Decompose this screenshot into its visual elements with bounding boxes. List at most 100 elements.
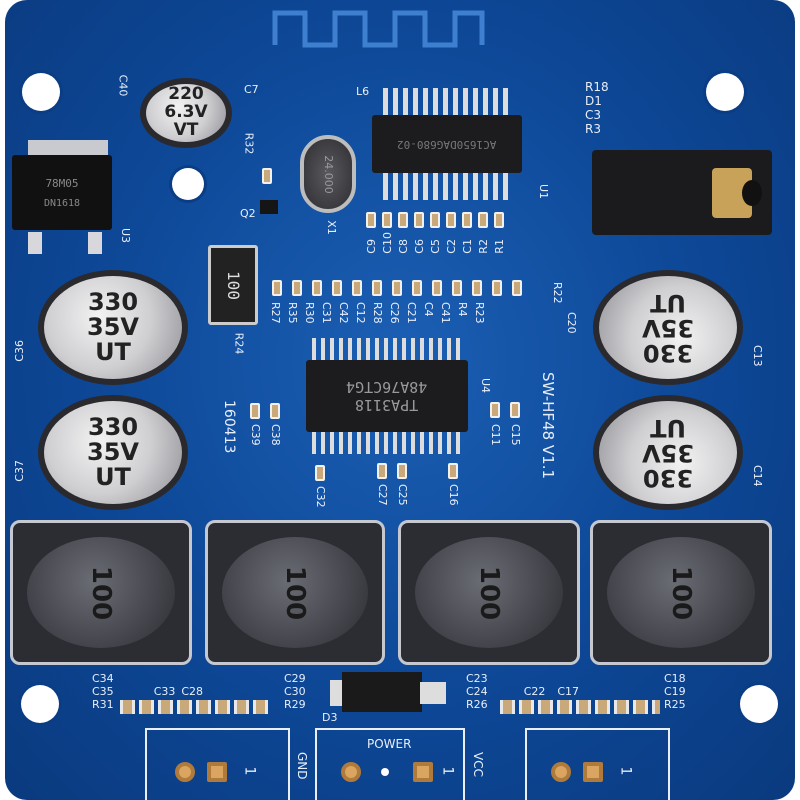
q2-label: Q2 [240,207,256,220]
top-row-labels: C9 C10 C8 C6 C5 C2 C1 R2 R1 [365,232,506,254]
c10-label: C10 [381,232,394,254]
r28-label: R28 [371,302,384,324]
vcc-label: VCC [471,752,485,777]
c26-label: C26 [388,302,401,324]
c18-label: C18 [664,672,686,685]
mounting-hole [740,685,778,723]
x1-marking: 24.000 [321,154,335,194]
r25-label: R25 [664,698,686,711]
r35-label: R35 [286,302,299,324]
r26-label: R26 [466,698,488,711]
inductor: 100 [205,520,385,665]
c34-label: C34 [92,672,114,685]
resistor-r24: 100 [208,245,258,325]
c40-voltage: 6.3V [164,102,208,123]
c13-value: 330 [642,339,694,368]
bottom-mid-labels: C29 C30 R29 [284,672,306,711]
diode-d3 [342,672,422,712]
capacitor-c14: 330 35V UT [593,395,743,510]
speaker-terminal-right[interactable]: 1 [525,728,670,800]
u4-label: U4 [479,377,493,394]
regulator-tab [28,140,108,158]
capacitor-c37: 330 35V UT [38,395,188,510]
inductor-marking: 100 [474,565,504,620]
c3-label: C3 [585,108,602,122]
r32-label: R32 [242,132,256,155]
d1-label: D1 [585,94,602,108]
u4-pins-bottom [312,432,464,454]
c11-label: C11 [489,424,502,446]
c37-value: 330 [87,412,139,441]
r4-label: R4 [456,302,469,317]
c23-label: C23 [466,672,488,685]
c16-label: C16 [447,484,460,506]
c14-value: 330 [642,464,694,493]
mid-passive-row [272,280,522,296]
audio-jack[interactable] [592,150,772,235]
c29-label: C29 [284,672,306,685]
top-passive-row [366,212,504,228]
pin1-label: 1 [241,766,258,776]
c17-label: C17 [557,685,580,698]
antenna-trace [272,10,485,48]
smd-row [120,700,270,714]
gnd-label: GND [295,752,309,780]
power-terminal[interactable]: POWER 1 [315,728,465,800]
c37-series: UT [95,463,131,492]
capacitor-c13: 330 35V UT [593,270,743,385]
c36-value: 330 [87,287,139,316]
resistor-r32 [262,168,272,184]
transistor-q2 [260,200,278,214]
mounting-hole [21,685,59,723]
c15-label: C15 [509,424,522,446]
c19-label: C19 [664,685,686,698]
r22-label: R22 [551,282,564,304]
c2-label: C2 [445,239,458,254]
c35-label: C35 [92,685,114,698]
u3-marking-1: 78M05 [45,176,79,190]
bottom-right-labels-b: C18 C19 R25 [664,672,686,711]
c6-label: C6 [413,239,426,254]
c1-label: C1 [461,239,474,254]
inductor-marking: 100 [280,565,310,620]
c28-label: C28 [181,685,204,698]
c30-label: C30 [284,685,306,698]
pin1-label: 1 [439,766,456,776]
u3-label: U3 [119,227,133,244]
mounting-hole [22,73,60,111]
c25-label: C25 [396,484,409,506]
date-code-label: 160413 [221,400,237,454]
c13-label: C13 [751,345,764,367]
r1-label: R1 [493,239,506,254]
u4-pins-top [312,338,464,360]
r2-label: R2 [477,239,490,254]
c38-label: C38 [269,424,282,446]
inductor: 100 [590,520,772,665]
c36-label: C36 [13,340,26,362]
c31-label: C31 [320,302,333,324]
c21-label: C21 [405,302,418,324]
board-model-label: SW-HF48 V1.1 [539,372,557,480]
c8-label: C8 [397,239,410,254]
c39-label: C39 [249,424,262,446]
r27-label: R27 [269,302,282,324]
crystal-x1: 24.000 [300,135,356,213]
mid-row-labels: R27 R35 R30 C31 C42 C12 R28 C26 C21 C4 C… [269,302,486,324]
speaker-terminal-left[interactable]: 1 [145,728,290,800]
c42-label: C42 [337,302,350,324]
u4-marking-2: 48A76CTG4 [346,378,428,396]
right-top-labels: R18 D1 C3 R3 [585,80,609,136]
regulator-pin [28,232,42,254]
c37-voltage: 35V [87,437,139,466]
pin1-label: 1 [617,766,634,776]
regulator-u3: 78M05 DN1618 [12,155,112,230]
u1-marking: AC1650DAG680-02 [397,137,497,151]
c24-label: C24 [466,685,488,698]
r18-label: R18 [585,80,609,94]
capacitor-c40: 220 6.3V VT [140,78,232,148]
c27-label: C27 [376,484,389,506]
r31-label: R31 [92,698,114,711]
c20-label: C20 [565,312,578,334]
